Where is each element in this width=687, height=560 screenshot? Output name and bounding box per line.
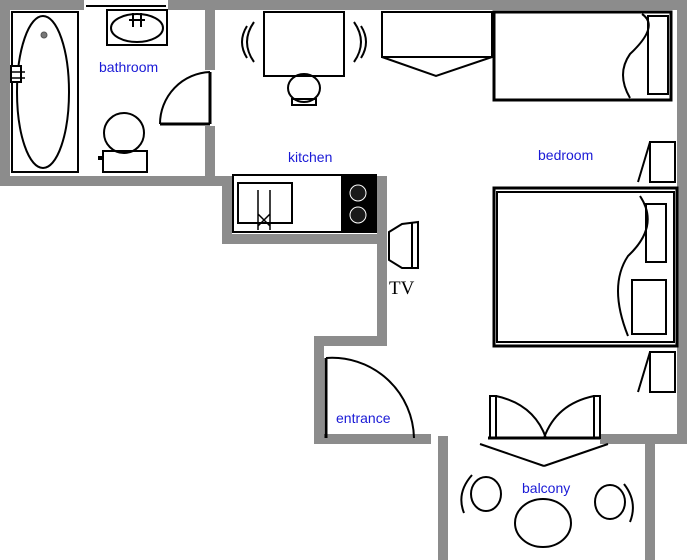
balcony-label: balcony xyxy=(522,480,570,496)
tv-label: TV xyxy=(389,278,415,299)
bathroom-door xyxy=(159,71,212,126)
balcony-chair xyxy=(460,474,502,514)
kitchen-counter xyxy=(232,174,377,233)
nightstand xyxy=(637,141,676,183)
bathroom-label: bathroom xyxy=(99,59,158,75)
toilet xyxy=(98,112,148,173)
single-bed xyxy=(492,10,673,102)
bedroom-label: bedroom xyxy=(538,147,593,163)
double-bed xyxy=(492,186,679,348)
nightstand xyxy=(637,351,676,393)
wardrobe xyxy=(381,11,493,78)
kitchen-label: kitchen xyxy=(288,149,332,165)
entrance-label: entrance xyxy=(336,410,391,426)
balcony-doors xyxy=(479,395,609,467)
bathtub xyxy=(10,11,79,173)
tv xyxy=(388,220,419,269)
sink xyxy=(86,5,168,46)
entrance-door xyxy=(324,356,415,439)
balcony-table xyxy=(514,498,572,548)
balcony-chair xyxy=(594,483,634,523)
dining-table-set xyxy=(241,11,367,106)
